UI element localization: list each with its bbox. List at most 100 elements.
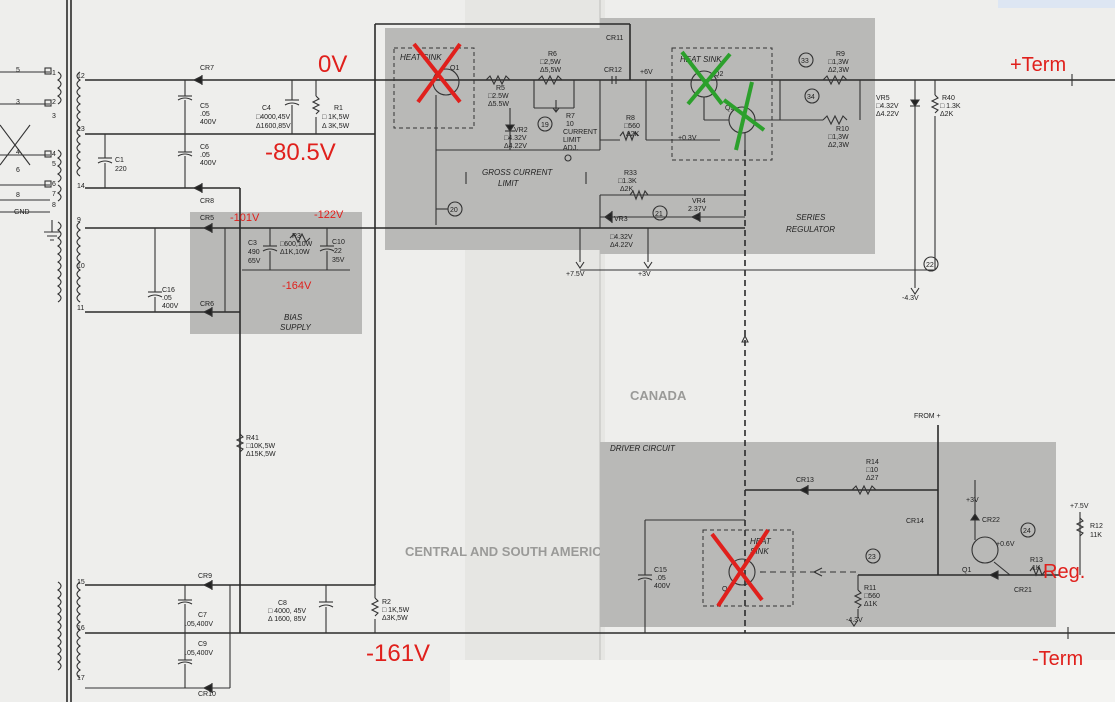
driver-q1-label: Q1 bbox=[962, 567, 971, 574]
r14-value1: □10 bbox=[866, 467, 878, 474]
r8-label: R8 bbox=[626, 115, 635, 122]
gross-current-limit-block bbox=[385, 28, 600, 250]
rail-plus-7-5v: +7.5V bbox=[566, 271, 585, 278]
xfmr-pin-8: 8 bbox=[52, 202, 56, 209]
c15-label: C15 bbox=[654, 567, 667, 574]
q1-heat-sink-label: HEAT SINK bbox=[400, 53, 442, 62]
ground-symbol bbox=[44, 220, 60, 241]
driver-circuit-title: DRIVER CIRCUIT bbox=[610, 444, 676, 453]
r7-text-limit: LIMIT bbox=[563, 137, 582, 144]
q1-bad-mark bbox=[412, 42, 462, 104]
r13-value: 1K bbox=[1032, 565, 1041, 572]
r40-value1: □ 1.3K bbox=[940, 103, 961, 110]
r5-value1: □2.5W bbox=[488, 93, 509, 100]
pin-label-6: 6 bbox=[16, 167, 20, 174]
r2-label: R2 bbox=[382, 599, 391, 606]
r12-label: R12 bbox=[1090, 523, 1103, 530]
r9-value2: Δ2,3W bbox=[828, 67, 849, 74]
r9-value1: □1,3W bbox=[828, 59, 849, 66]
node-34-label: 34 bbox=[807, 94, 815, 101]
annotation-0v: 0V bbox=[318, 51, 347, 78]
rail-plus-3v-driver: +3V bbox=[966, 497, 979, 504]
node-33-label: 33 bbox=[801, 58, 809, 65]
annotation-minus-161v: -161V bbox=[366, 640, 430, 667]
xfmr-pin-2: 2 bbox=[52, 99, 56, 106]
xfmr-pin-13: 13 bbox=[77, 126, 85, 133]
xfmr-pin-5: 5 bbox=[52, 161, 56, 168]
rail-plus-0-3v: +0.3V bbox=[678, 135, 697, 142]
rail-plus-0-6v: +0.6V bbox=[996, 541, 1015, 548]
r6-value2: Δ5,5W bbox=[540, 67, 561, 74]
bias-supply-block bbox=[190, 212, 362, 334]
r9-label: R9 bbox=[836, 51, 845, 58]
q1-label: Q1 bbox=[450, 65, 459, 72]
c5-label: C5 bbox=[200, 103, 209, 110]
xfmr-pin-14: 14 bbox=[77, 183, 85, 190]
annotation-minus-101v: -101V bbox=[230, 212, 260, 224]
vr4-label: VR4 bbox=[692, 198, 706, 205]
c15-voltage: 400V bbox=[654, 583, 671, 590]
annotation-minus-80-5v: -80.5V bbox=[265, 139, 336, 166]
xfmr-pin-3: 3 bbox=[52, 113, 56, 120]
r7-text-current: CURRENT bbox=[563, 129, 598, 136]
cr10-label: CR10 bbox=[198, 691, 216, 698]
r14-label: R14 bbox=[866, 459, 879, 466]
r3-value2: Δ1K,10W bbox=[280, 249, 310, 256]
c4-label: C4 bbox=[262, 105, 271, 112]
pin-label-8: 8 bbox=[16, 192, 20, 199]
rail-plus-7-5v-driver: +7.5V bbox=[1070, 503, 1089, 510]
xfmr-pin-11: 11 bbox=[77, 305, 84, 312]
r10-label: R10 bbox=[836, 126, 849, 133]
c5-voltage: 400V bbox=[200, 119, 217, 126]
gross-current-limit-title-1: GROSS CURRENT bbox=[482, 168, 553, 177]
r7-adjust-icon bbox=[564, 154, 572, 162]
r14-value2: Δ27 bbox=[866, 475, 879, 482]
c6-value: .05 bbox=[200, 152, 210, 159]
node-20-label: 20 bbox=[450, 207, 458, 214]
c10-label: C10 bbox=[332, 239, 345, 246]
q4-bad-mark bbox=[710, 528, 770, 608]
ghost-text-canada: CANADA bbox=[630, 388, 687, 403]
pin-label-5: 5 bbox=[16, 67, 20, 74]
r6-value1: □2,5W bbox=[540, 59, 561, 66]
annotation-reg: Reg. bbox=[1043, 561, 1085, 583]
q3-label: Q3 bbox=[725, 105, 734, 112]
node-23-label: 23 bbox=[868, 554, 876, 561]
vr2-value1: □4.32V bbox=[504, 135, 527, 142]
vr5-value1: □4.32V bbox=[876, 103, 899, 110]
pin-label-4: 4 bbox=[16, 149, 20, 156]
xfmr-pin-6: 6 bbox=[52, 181, 56, 188]
cr8-label: CR8 bbox=[200, 198, 214, 205]
vr2-label: VR2 bbox=[514, 127, 528, 134]
c6-voltage: 400V bbox=[200, 160, 217, 167]
r1-label: R1 bbox=[334, 105, 343, 112]
q2-heat-sink-label: HEAT SINK bbox=[680, 55, 722, 64]
xfmr-pin-7: 7 bbox=[52, 191, 56, 198]
c1-label: C1 bbox=[115, 157, 124, 164]
node-34 bbox=[804, 88, 820, 104]
vr5-label: VR5 bbox=[876, 95, 890, 102]
r33-value1: □1.3K bbox=[618, 178, 637, 185]
annotation-minus-164v: -164V bbox=[282, 280, 312, 292]
q3-good-mark bbox=[722, 81, 766, 151]
c7-label: C7 bbox=[198, 612, 207, 619]
node-23 bbox=[865, 548, 881, 564]
r5-label: R5 bbox=[496, 85, 505, 92]
r6-label: R6 bbox=[548, 51, 557, 58]
r13-label: R13 bbox=[1030, 557, 1043, 564]
vr3-label: VR3 bbox=[614, 216, 628, 223]
r41-value2: Δ15K,5W bbox=[246, 451, 276, 458]
c9-value: .05,400V bbox=[185, 650, 213, 657]
cr7-label: CR7 bbox=[200, 65, 214, 72]
node-22-label: 22 bbox=[926, 262, 934, 269]
r8-value1: □560 bbox=[624, 123, 640, 130]
rail-plus-3v: +3V bbox=[638, 271, 651, 278]
r40-label: R40 bbox=[942, 95, 955, 102]
c8-value1: □ 4000, 45V bbox=[268, 608, 306, 615]
cr9-label: CR9 bbox=[198, 573, 212, 580]
xfmr-pin-1: 1 bbox=[52, 70, 56, 77]
r40-value2: Δ2K bbox=[940, 111, 954, 118]
cr21-label: CR21 bbox=[1014, 587, 1032, 594]
c5-value: .05 bbox=[200, 111, 210, 118]
